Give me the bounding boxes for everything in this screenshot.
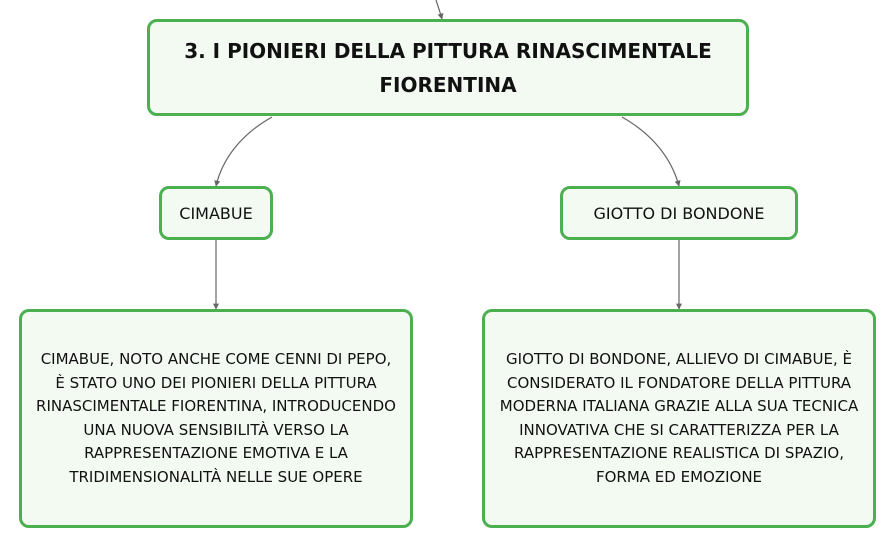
description-node-cimabue[interactable]: CIMABUE, NOTO ANCHE COME CENNI DI PEPO, … (19, 309, 413, 528)
connector-root-to-cimabue (214, 116, 273, 187)
root-node-label: 3. I PIONIERI DELLA PITTURA RINASCIMENTA… (184, 38, 712, 97)
root-node[interactable]: 3. I PIONIERI DELLA PITTURA RINASCIMENTA… (147, 19, 749, 116)
branch-node-cimabue-label: CIMABUE (179, 203, 253, 223)
description-node-giotto[interactable]: GIOTTO DI BONDONE, ALLIEVO DI CIMABUE, È… (482, 309, 876, 528)
branch-node-giotto-label: GIOTTO DI BONDONE (593, 203, 765, 223)
description-node-cimabue-text: CIMABUE, NOTO ANCHE COME CENNI DI PEPO, … (36, 350, 396, 486)
branch-node-giotto[interactable]: GIOTTO DI BONDONE (560, 186, 798, 240)
connector-root-to-giotto (621, 116, 681, 187)
description-node-giotto-text: GIOTTO DI BONDONE, ALLIEVO DI CIMABUE, È… (499, 350, 859, 486)
branch-node-cimabue[interactable]: CIMABUE (159, 186, 273, 240)
incoming-connector (435, 0, 444, 20)
